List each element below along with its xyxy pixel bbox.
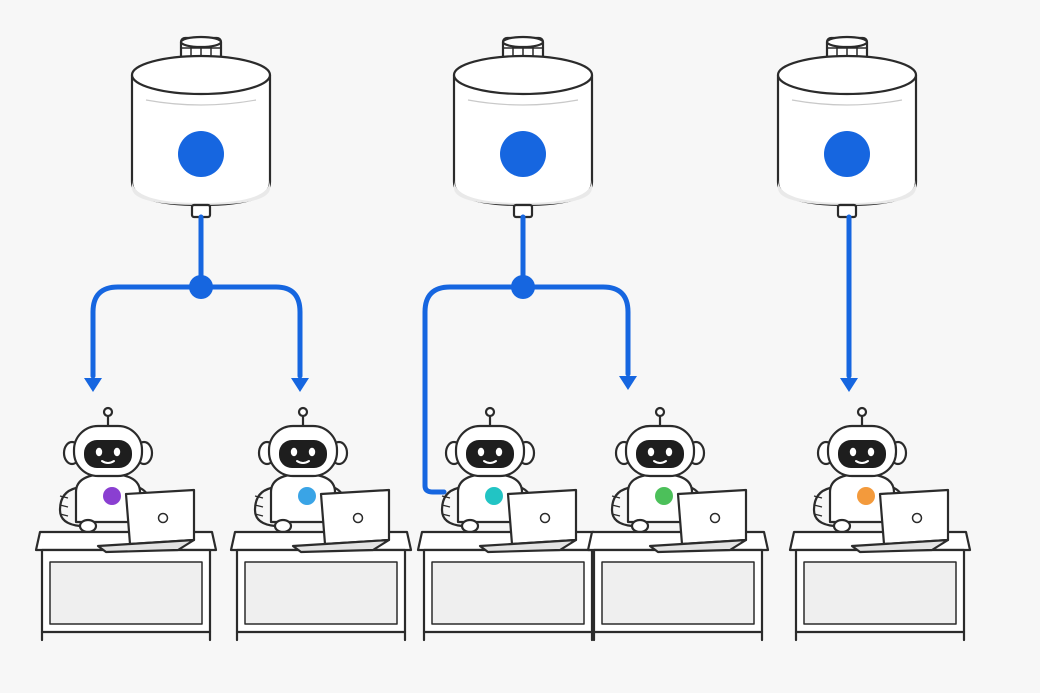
agents-layer	[34, 406, 972, 642]
tank-dot	[178, 131, 224, 177]
chest-indicator	[857, 487, 875, 505]
tank-dot	[824, 131, 870, 177]
arrow-head	[619, 376, 637, 390]
connector-line	[198, 284, 303, 379]
connector-line	[422, 284, 526, 495]
arrow-head	[840, 378, 858, 392]
arrow-head	[84, 378, 102, 392]
arrow-head	[291, 378, 309, 392]
tanks-layer	[130, 35, 918, 219]
storage-tank-icon	[452, 35, 594, 219]
robot-at-laptop-icon	[34, 406, 218, 642]
robot-at-laptop-icon	[229, 406, 413, 642]
connectors-layer	[84, 214, 858, 495]
chest-indicator	[298, 487, 316, 505]
connector-line	[90, 284, 204, 379]
robot-at-laptop-icon	[788, 406, 972, 642]
robot-at-laptop-icon	[416, 406, 600, 642]
chest-indicator	[103, 487, 121, 505]
tank-dot	[500, 131, 546, 177]
storage-tank-icon	[776, 35, 918, 219]
junction-dot	[511, 275, 535, 299]
connector-line	[520, 284, 631, 377]
chest-indicator	[655, 487, 673, 505]
junction-dot	[189, 275, 213, 299]
chest-indicator	[485, 487, 503, 505]
robot-at-laptop-icon	[586, 406, 770, 642]
storage-tank-icon	[130, 35, 272, 219]
